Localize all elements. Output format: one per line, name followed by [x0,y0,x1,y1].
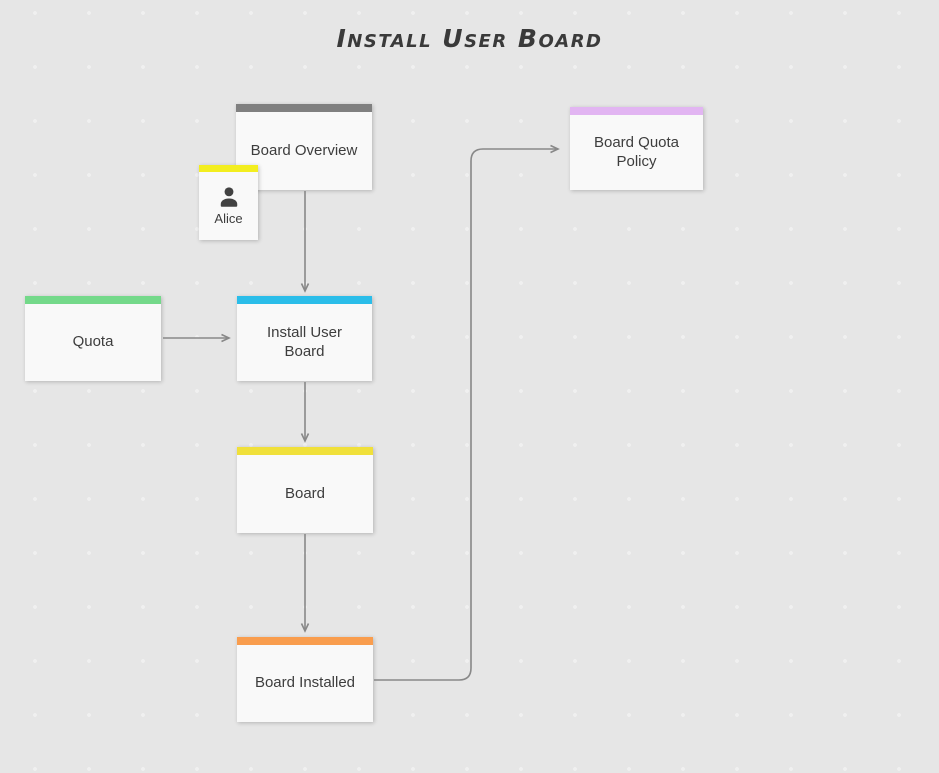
node-label: Quota [72,333,114,351]
node-label: Alice [214,211,243,227]
node-label: Board Overview [250,141,358,159]
node-quota[interactable]: Quota [25,296,161,381]
node-board-installed[interactable]: Board Installed [237,637,373,722]
node-accent-bar [237,447,373,455]
person-icon [216,184,242,210]
node-board[interactable]: Board [237,447,373,533]
node-accent-bar [236,104,372,112]
node-accent-bar [25,296,161,304]
node-accent-bar [237,296,372,304]
node-accent-bar [570,107,703,115]
node-label: Board Installed [254,674,356,692]
node-label: Board Quota Policy [593,133,680,170]
node-accent-bar [199,165,258,172]
node-board-quota-policy[interactable]: Board Quota Policy [570,107,703,190]
node-install-user-board[interactable]: Install User Board [237,296,372,381]
node-alice[interactable]: Alice [199,165,258,240]
node-accent-bar [237,637,373,645]
node-board-overview[interactable]: Board Overview [236,104,372,190]
diagram-title: Install User Board [336,24,603,53]
connector-installed-to-policy [374,144,560,681]
node-label: Board [284,484,326,502]
node-label: Install User Board [266,323,343,360]
